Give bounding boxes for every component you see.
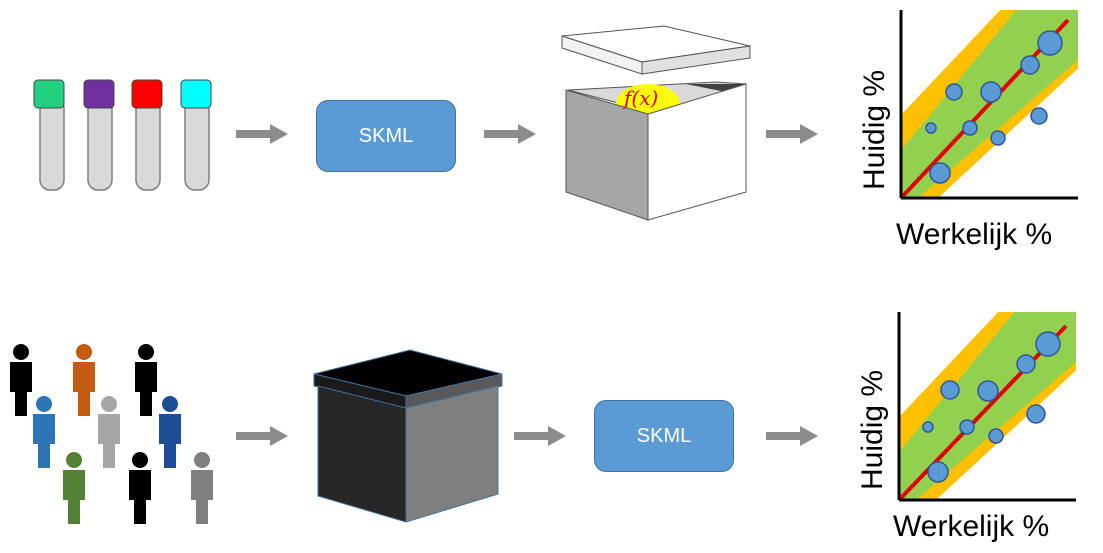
arrow-icon: [514, 426, 566, 446]
data-points: [922, 331, 1061, 483]
x-axis-label: Werkelijk %: [893, 510, 1050, 543]
skml-label: SKML: [358, 124, 414, 147]
arrow-icon: [236, 426, 288, 446]
y-axis-label: Huidig %: [856, 369, 889, 490]
test-tube-2: [83, 79, 115, 191]
skml-box: SKML: [594, 400, 734, 472]
skml-label: SKML: [636, 424, 692, 447]
arrow-icon: [766, 426, 818, 446]
arrow-icon: [766, 124, 818, 144]
y-axis-label: Huidig %: [858, 69, 891, 190]
black-box-icon: [313, 349, 503, 523]
person-icon: [10, 344, 32, 416]
data-points: [925, 30, 1063, 184]
scatter-plot: [897, 312, 1076, 502]
person-icon: [135, 344, 157, 416]
arrow-icon: [236, 124, 288, 144]
person-icon: [63, 452, 85, 524]
person-icon: [33, 396, 55, 468]
formula-label: f(x): [624, 86, 659, 110]
test-tube-4: [180, 79, 212, 191]
arrow-icon: [484, 124, 536, 144]
fit-line: [899, 324, 1068, 500]
scatter-plot: [899, 10, 1078, 200]
person-icon: [98, 396, 120, 468]
open-box-icon: [561, 25, 751, 221]
person-icon: [73, 344, 95, 416]
people-icon: [10, 344, 213, 524]
test-tube-3: [131, 79, 163, 191]
person-icon: [129, 452, 151, 524]
x-axis-label: Werkelijk %: [896, 218, 1053, 251]
test-tubes: [33, 79, 212, 191]
test-tube-1: [33, 79, 65, 191]
person-icon: [159, 396, 181, 468]
person-icon: [191, 452, 213, 524]
skml-box: SKML: [316, 100, 456, 172]
